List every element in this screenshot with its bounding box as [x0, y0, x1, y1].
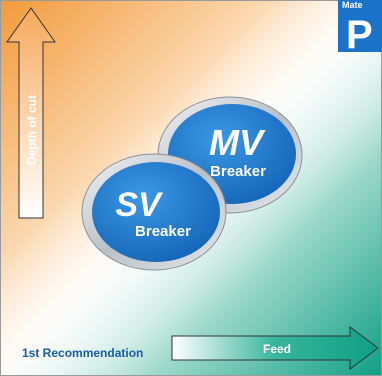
mv-code: MV [209, 122, 266, 163]
depth-of-cut-label: Depth of cut [25, 95, 39, 165]
mv-breaker-label: Breaker [210, 163, 266, 180]
badge-letter: P [346, 13, 373, 57]
sv-breaker-label: Breaker [135, 223, 191, 240]
sv-blue-disc [92, 162, 220, 262]
up-arrow-shape [6, 7, 56, 219]
sv-breaker-badge: SV Breaker [81, 153, 227, 271]
material-badge: Mate P [338, 0, 382, 57]
sv-code: SV [115, 186, 164, 224]
depth-of-cut-arrow: Depth of cut [6, 7, 56, 219]
recommendation-label: 1st Recommendation [22, 346, 143, 360]
feed-label: Feed [263, 342, 291, 356]
badge-box [338, 0, 382, 52]
badge-top-text: Mate [342, 0, 363, 10]
right-arrow-shape [171, 326, 379, 370]
feed-arrow: Feed [171, 326, 379, 370]
